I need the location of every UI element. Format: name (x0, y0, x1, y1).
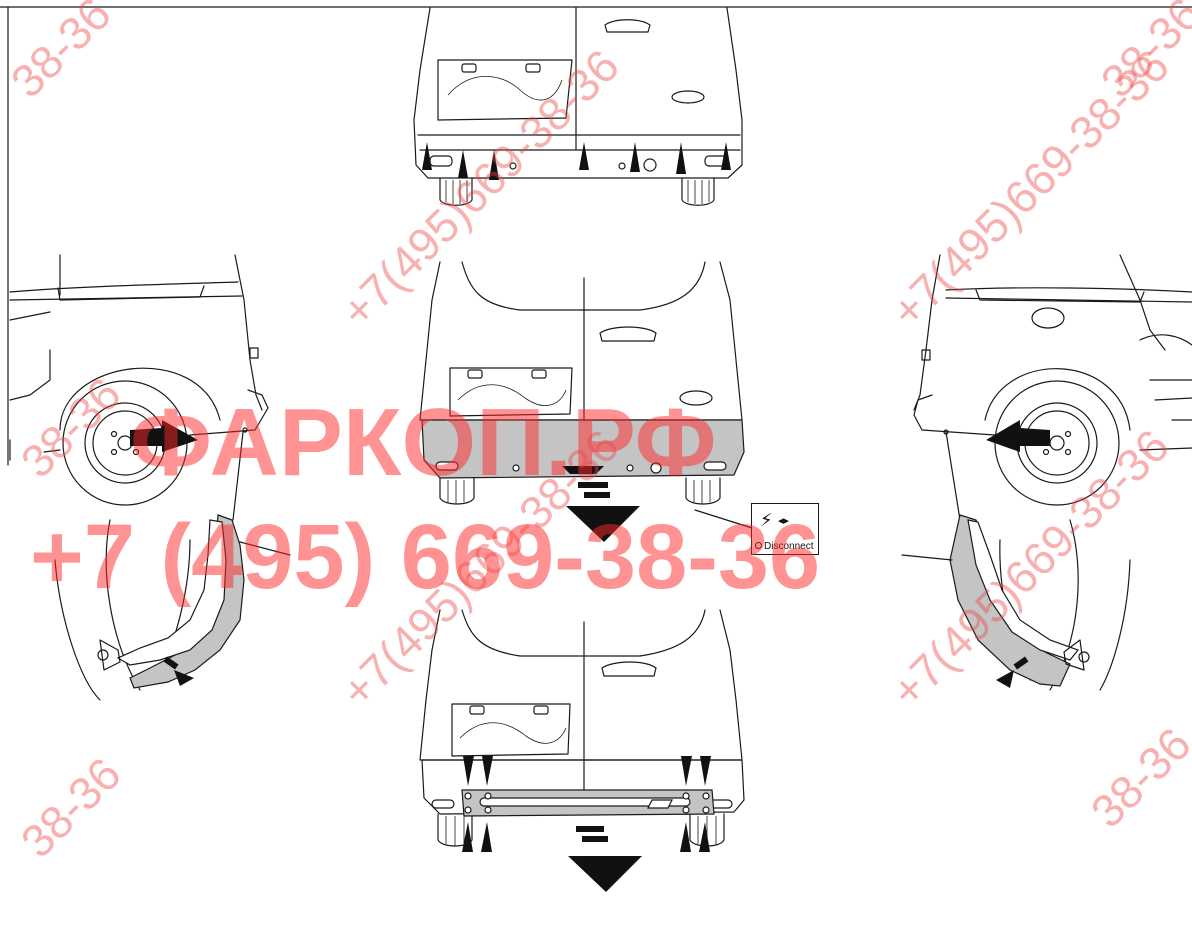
reinforcement-beam (461, 789, 715, 817)
disconnect-callout: ⚡ ◂▸ Disconnect (751, 503, 819, 555)
arrows-bottom (462, 756, 711, 852)
van-rear-top (413, 7, 743, 206)
electrical-connector-icon: ⚡ (760, 510, 773, 531)
wheel-arch-liner-right (901, 514, 1131, 691)
arrow-left-wheel (130, 420, 198, 452)
van-side-right (913, 254, 1192, 506)
rear-bumper-removed (421, 419, 745, 505)
watermark-phone: +7 (495) 669-38-36 (30, 506, 821, 608)
van-rear-bottom (419, 609, 745, 847)
disconnect-label: Disconnect (764, 541, 814, 552)
downward-arrow-middle (566, 482, 640, 542)
arrow-liner-left (163, 656, 194, 686)
downward-arrow-bottom (568, 826, 642, 892)
connector-arrows-icon: ◂▸ (778, 514, 790, 527)
upward-arrows-top (422, 142, 731, 180)
leader-left (232, 431, 244, 521)
circle-icon (755, 542, 762, 549)
disconnect-label-row: Disconnect (755, 541, 813, 552)
arrow-right-wheel (986, 420, 1050, 452)
callout-leader (694, 509, 753, 529)
leader-right (945, 431, 961, 521)
wheel-arch-liner-left (54, 514, 291, 701)
arrow-liner-right (996, 656, 1029, 688)
watermark-brand: ФАРКОП.РФ (130, 389, 717, 496)
